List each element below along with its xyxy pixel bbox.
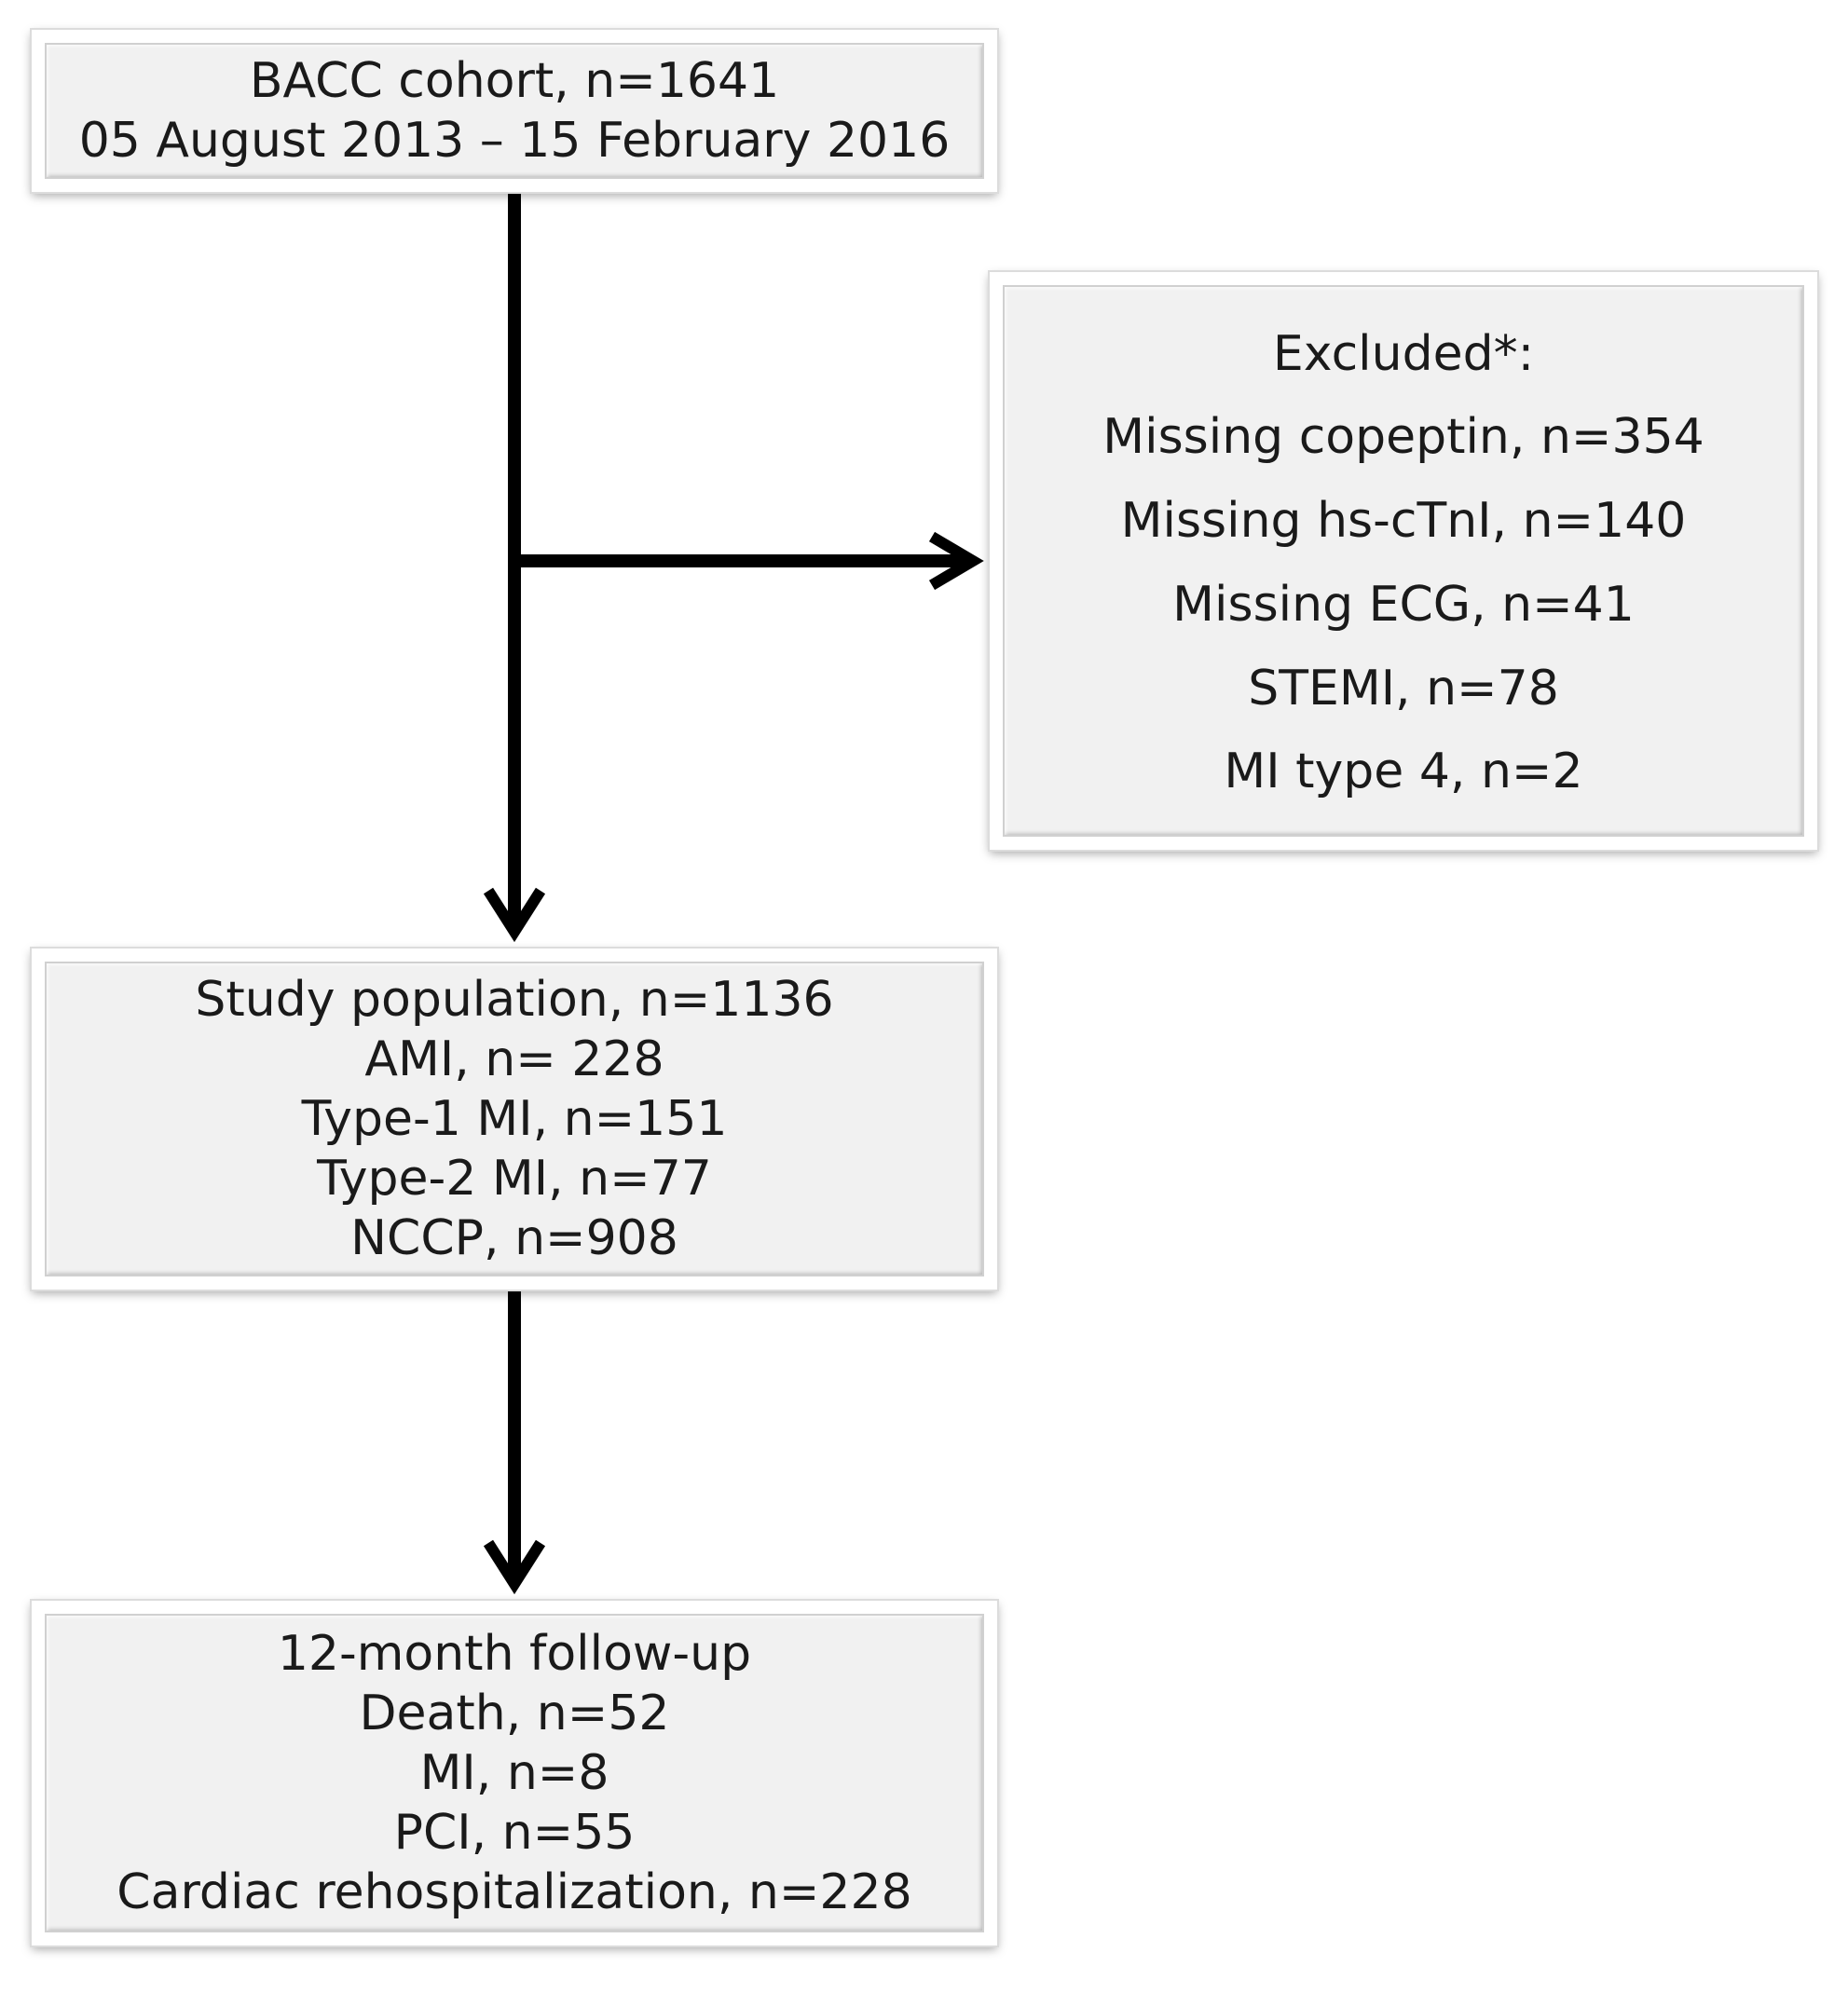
follow-up-box: 12-month follow-up Death, n=52 MI, n=8 P… xyxy=(30,1599,999,1947)
arrowhead-study xyxy=(483,887,546,943)
cohort-title: BACC cohort, n=1641 xyxy=(249,53,780,109)
study-line: NCCP, n=908 xyxy=(350,1210,678,1266)
followup-line: Death, n=52 xyxy=(359,1686,670,1741)
followup-line: MI, n=8 xyxy=(419,1745,609,1801)
excluded-item: Missing copeptin, n=354 xyxy=(1102,409,1704,466)
followup-line: 12-month follow-up xyxy=(277,1626,752,1682)
arrowhead-excluded xyxy=(928,531,984,591)
study-line: Study population, n=1136 xyxy=(195,972,834,1028)
study-line: Type-2 MI, n=77 xyxy=(317,1151,712,1207)
excluded-title: Excluded*: xyxy=(1272,325,1535,382)
cohort-box: BACC cohort, n=1641 05 August 2013 – 15 … xyxy=(30,28,999,194)
excluded-item: Missing hs-cTnI, n=140 xyxy=(1120,493,1687,550)
followup-line: PCI, n=55 xyxy=(393,1805,636,1861)
excluded-item: STEMI, n=78 xyxy=(1248,660,1559,717)
excluded-item: MI type 4, n=2 xyxy=(1224,744,1583,800)
excluded-box: Excluded*: Missing copeptin, n=354 Missi… xyxy=(988,270,1819,852)
arrowhead-followup xyxy=(483,1539,546,1595)
cohort-date-range: 05 August 2013 – 15 February 2016 xyxy=(78,113,951,169)
study-line: AMI, n= 228 xyxy=(364,1031,664,1087)
excluded-item: Missing ECG, n=41 xyxy=(1172,576,1635,633)
followup-line: Cardiac rehospitalization, n=228 xyxy=(116,1864,912,1920)
study-line: Type-1 MI, n=151 xyxy=(301,1091,728,1147)
study-population-box: Study population, n=1136 AMI, n= 228 Typ… xyxy=(30,947,999,1291)
